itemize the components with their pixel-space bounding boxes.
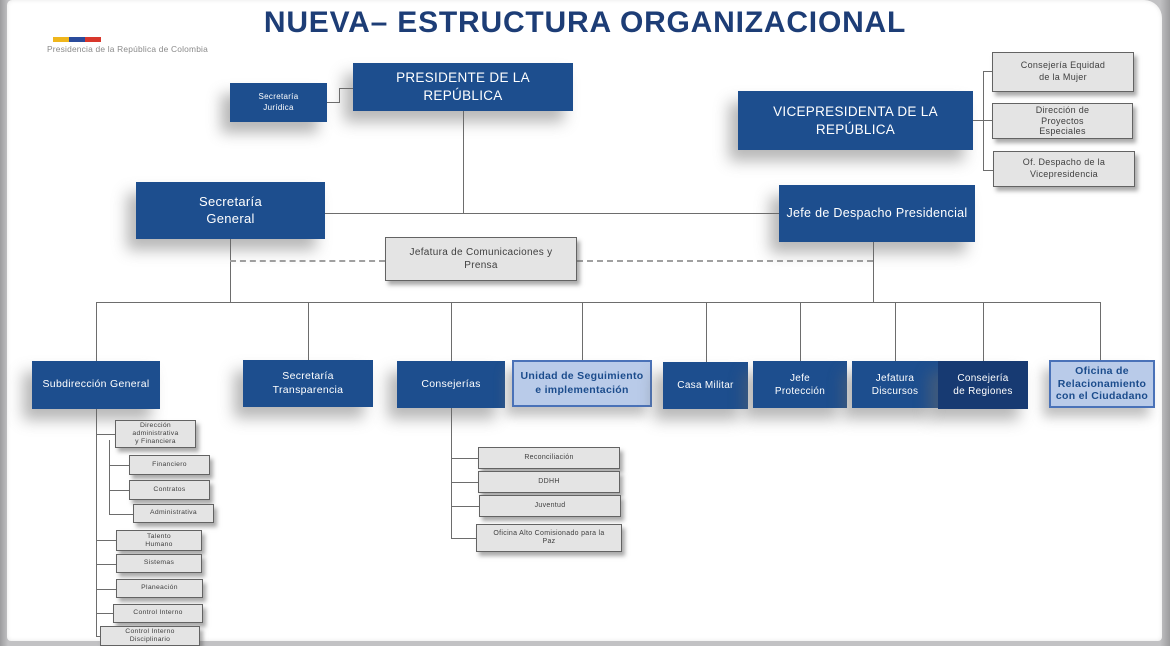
connector-line [800, 302, 801, 361]
connector-line [706, 302, 707, 362]
connector-line [973, 120, 992, 121]
node-contratos: Contratos [129, 480, 210, 500]
dashed-connector [230, 260, 385, 262]
connector-line [325, 213, 779, 214]
connector-line [983, 71, 984, 170]
connector-line [308, 302, 309, 360]
connector-line [96, 564, 116, 565]
connector-line [451, 482, 478, 483]
colombia-flag-icon [53, 37, 101, 42]
node-jefatura-discursos: Jefatura Discursos [852, 361, 938, 408]
connector-line [96, 302, 97, 361]
connector-line [327, 102, 339, 103]
node-oficina-alto-comisionado: Oficina Alto Comisionado para la Paz [476, 524, 622, 552]
node-direccion-proyectos: Dirección de Proyectos Especiales [992, 103, 1133, 139]
connector-line [451, 538, 476, 539]
node-jefe-despacho: Jefe de Despacho Presidencial [779, 185, 975, 242]
node-reconciliacion: Reconciliación [478, 447, 620, 469]
page-title: NUEVA– ESTRUCTURA ORGANIZACIONAL [263, 6, 907, 39]
node-secretaria-juridica: Secretaría Jurídica [230, 83, 327, 122]
connector-line [109, 490, 129, 491]
connector-line [582, 302, 583, 360]
connector-line [983, 302, 984, 361]
connector-line [463, 111, 464, 213]
connector-line [96, 589, 116, 590]
node-juventud: Juventud [479, 495, 621, 517]
node-secretaria-transparencia: Secretaría Transparencia [243, 360, 373, 407]
node-casa-militar: Casa Militar [663, 362, 748, 409]
node-consejeria-equidad: Consejería Equidad de la Mujer [992, 52, 1134, 92]
node-jefatura-comunicaciones: Jefatura de Comunicaciones y Prensa [385, 237, 577, 281]
node-presidente: PRESIDENTE DE LA REPÚBLICA [353, 63, 573, 111]
connector-line [96, 613, 113, 614]
connector-line [451, 302, 452, 361]
connector-line [230, 239, 231, 302]
node-sistemas: Sistemas [116, 554, 202, 573]
dashed-connector [577, 260, 873, 262]
node-oficina-relacionamiento: Oficina de Relacionamiento con el Ciudad… [1049, 360, 1155, 408]
connector-line [983, 170, 993, 171]
flag-red-bar [85, 37, 101, 42]
node-control-interno-disciplinario: Control Interno Disciplinario [100, 626, 200, 646]
connector-line [1100, 302, 1101, 360]
connector-line [451, 506, 479, 507]
connector-line [895, 302, 896, 361]
connector-line [96, 409, 97, 636]
connector-line [109, 514, 133, 515]
connector-line [983, 71, 992, 72]
node-talento-humano: Talento Humano [116, 530, 202, 551]
brand-caption: Presidencia de la República de Colombia [47, 44, 208, 54]
node-control-interno: Control Interno [113, 604, 203, 623]
connector-line [873, 242, 874, 302]
connector-line [339, 88, 353, 89]
connector-line [96, 302, 1100, 303]
node-planeacion: Planeación [116, 579, 203, 598]
connector-line [109, 465, 129, 466]
node-vicepresidenta: VICEPRESIDENTA DE LA REPÚBLICA [738, 91, 973, 150]
connector-line [451, 408, 452, 538]
node-administrativa: Administrativa [133, 504, 214, 523]
node-financiero: Financiero [129, 455, 210, 475]
node-secretaria-general: Secretaría General [136, 182, 325, 239]
connector-line [339, 88, 340, 103]
connector-line [96, 540, 116, 541]
node-consejerias: Consejerías [397, 361, 505, 408]
node-consejeria-regiones: Consejería de Regiones [938, 361, 1028, 409]
flag-blue-bar [69, 37, 85, 42]
node-direccion-administrativa: Dirección administrativa y Financiera [115, 420, 196, 448]
node-unidad-seguimiento: Unidad de Seguimiento e implementación [512, 360, 652, 407]
connector-line [96, 434, 115, 435]
flag-yellow-bar [53, 37, 69, 42]
node-jefe-proteccion: Jefe Protección [753, 361, 847, 408]
connector-line [109, 440, 110, 514]
connector-line [451, 458, 478, 459]
node-of-despacho-vicepresidencia: Of. Despacho de la Vicepresidencia [993, 151, 1135, 187]
node-subdireccion-general: Subdirección General [32, 361, 160, 409]
node-ddhh: DDHH [478, 471, 620, 493]
